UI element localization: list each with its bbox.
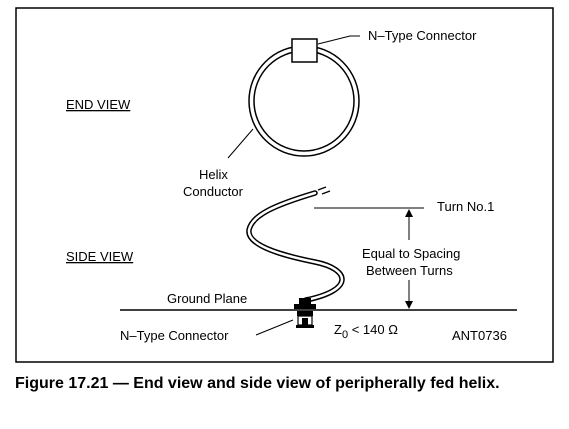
wire-continuation-dashes [317,186,331,195]
turn-label: Turn No.1 [437,199,494,214]
top-connector-label: N–Type Connector [368,28,477,43]
figure-caption: Figure 17.21 — End view and side view of… [15,375,500,392]
helix-label: Helix [199,167,228,182]
conductor-label: Conductor [183,184,244,199]
spacing-label-line1: Equal to Spacing [362,246,460,261]
top-connector-leader [317,35,360,45]
impedance-symbol: Z [334,322,342,337]
helix-conductor-leader [227,128,254,159]
end-view-label: END VIEW [66,97,131,112]
impedance-subscript: 0 [342,329,348,341]
side-view-label: SIDE VIEW [66,249,134,264]
bottom-n-type-connector [294,298,316,328]
bottom-connector-label: N–Type Connector [120,328,229,343]
impedance-condition: < 140 Ω [348,322,398,337]
impedance-label: Z0 < 140 Ω [334,322,398,341]
ground-plane-label: Ground Plane [167,291,247,306]
figure-id-label: ANT0736 [452,328,507,343]
top-n-type-connector [291,38,318,63]
spacing-label-line2: Between Turns [366,263,453,278]
figure-frame [15,7,554,363]
helix-diagram: END VIEW SIDE VIEW N–Type Connector Heli… [15,7,554,363]
side-view-helix-wire [246,190,345,303]
bottom-connector-leader [255,319,294,336]
